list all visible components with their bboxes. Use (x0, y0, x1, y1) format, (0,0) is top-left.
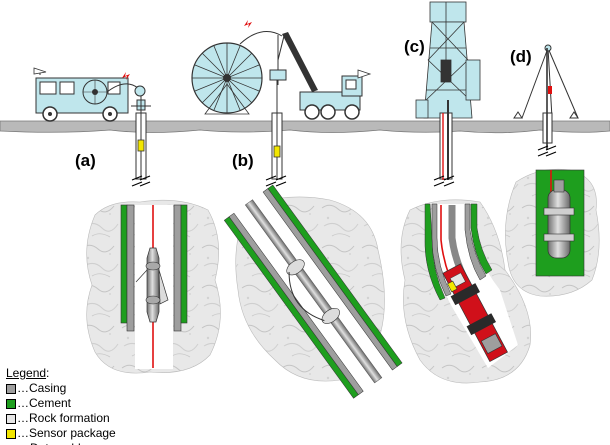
panel-label-b: (b) (232, 151, 254, 170)
legend-item: …Rock formation (6, 411, 116, 426)
panel-d-surface: (d) (510, 44, 579, 157)
panel-b-surface: (b) (191, 20, 372, 187)
legend-item: …Casing (6, 381, 116, 396)
legend-swatch (6, 383, 16, 394)
panel-c-closeup (400, 199, 531, 384)
legend-title-row: Legend: (6, 366, 50, 380)
legend-item-prefix: … (17, 411, 29, 425)
sonde-d (543, 179, 575, 259)
borehole-upper-d (537, 48, 557, 157)
legend-item: …Data cable (6, 441, 116, 445)
panel-a-surface: (a) (33, 67, 151, 187)
sonde-b (244, 199, 383, 384)
borehole-upper-c (433, 100, 455, 187)
legend-swatch (6, 413, 16, 424)
legend-item: …Cement (6, 396, 116, 411)
ground-surface (0, 120, 610, 134)
panel-label-d: (d) (510, 47, 532, 66)
drilling-derrick-c (415, 1, 481, 119)
legend-item: …Sensor package (6, 426, 116, 441)
legend-items: …Casing…Cement…Rock formation…Sensor pac… (6, 381, 116, 445)
panel-b-closeup (223, 184, 403, 399)
legend-item-prefix: … (17, 381, 29, 395)
panel-a-closeup (86, 199, 221, 374)
sensor-package-c (447, 280, 458, 293)
legend-title: Legend (6, 366, 47, 380)
legend-item-label: Sensor package (29, 426, 116, 440)
borehole-upper-a (131, 96, 151, 187)
panel-label-c: (c) (404, 37, 425, 56)
borehole-upper-b (265, 80, 287, 187)
panel-c-surface: (c) (404, 1, 481, 187)
legend-item-prefix: … (18, 441, 30, 445)
panel-d-closeup (505, 168, 600, 297)
panel-label-a: (a) (75, 151, 96, 170)
legend-swatch (6, 428, 16, 439)
legend-item-prefix: … (17, 426, 29, 440)
cable-drum-b (191, 42, 263, 115)
legend-item-label: Cement (29, 396, 72, 410)
sensor-package-b (273, 145, 281, 158)
legend-swatch (6, 398, 16, 409)
legend-item-label: Casing (29, 381, 67, 395)
logging-truck-a (33, 67, 129, 122)
legend-item-prefix: … (17, 396, 29, 410)
sensor-package-a (137, 139, 145, 152)
sonde-a (135, 247, 169, 323)
legend-item-label: Data cable (30, 441, 87, 445)
crane-truck-b (269, 32, 372, 120)
legend-item-label: Rock formation (29, 411, 110, 425)
legend: Legend: …Casing…Cement…Rock formation…Se… (6, 366, 116, 445)
drill-tool-c (442, 263, 508, 363)
